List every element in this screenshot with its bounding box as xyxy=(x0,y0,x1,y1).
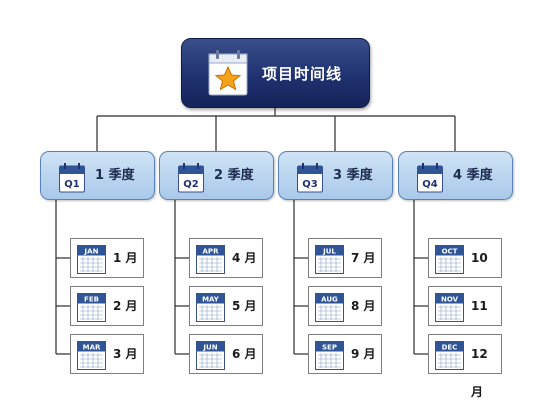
month-abbr: DEC xyxy=(442,344,458,352)
calendar-icon: JUL xyxy=(315,245,344,274)
month-abbr: JUL xyxy=(322,248,336,256)
month-abbr: MAR xyxy=(83,344,101,352)
root-node: 项目时间线 xyxy=(181,38,370,108)
quarter-code: Q1 xyxy=(64,179,80,190)
month-label: 9 月 xyxy=(351,347,376,361)
quarter-node-q4: Q4 4 季度 xyxy=(398,151,513,200)
calendar-icon: APR xyxy=(196,245,225,274)
month-node-jul: JUL 7 月 xyxy=(308,238,382,278)
quarter-label: 3 季度 xyxy=(333,168,373,183)
month-node-jan: JAN 1 月 xyxy=(70,238,144,278)
month-abbr: SEP xyxy=(322,344,337,352)
month-label: 12 月 xyxy=(471,347,488,399)
month-label: 10 月 xyxy=(471,251,488,303)
calendar-icon: DEC xyxy=(435,341,464,370)
month-abbr: NOV xyxy=(441,296,459,304)
month-node-nov: NOV 11 月 xyxy=(428,286,502,351)
quarter-label: 1 季度 xyxy=(95,168,135,183)
month-label: 3 月 xyxy=(113,347,138,361)
quarter-node-q1: Q1 1 季度 xyxy=(40,151,155,200)
quarter-node-q2: Q2 2 季度 xyxy=(159,151,274,200)
month-node-may: MAY 5 月 xyxy=(189,286,263,326)
month-node-sep: SEP 9 月 xyxy=(308,334,382,374)
month-abbr: OCT xyxy=(442,248,458,256)
quarter-code: Q2 xyxy=(183,179,199,190)
month-node-oct: OCT 10 月 xyxy=(428,238,502,303)
calendar-icon: JUN xyxy=(196,341,225,370)
month-label: 5 月 xyxy=(232,299,257,313)
month-abbr: APR xyxy=(203,248,220,256)
month-node-apr: APR 4 月 xyxy=(189,238,263,278)
calendar-icon: OCT xyxy=(435,245,464,274)
calendar-icon: AUG xyxy=(315,293,344,322)
month-label: 1 月 xyxy=(113,251,138,265)
calendar-icon: Q4 xyxy=(417,163,443,193)
root-title: 项目时间线 xyxy=(262,65,343,83)
calendar-icon: SEP xyxy=(315,341,344,370)
calendar-icon: JAN xyxy=(77,245,106,274)
month-label: 8 月 xyxy=(351,299,376,313)
quarter-label: 2 季度 xyxy=(214,168,254,183)
month-abbr: JAN xyxy=(84,248,99,256)
quarter-node-q3: Q3 3 季度 xyxy=(278,151,393,200)
calendar-icon: Q1 xyxy=(59,163,85,193)
month-label: 4 月 xyxy=(232,251,257,265)
calendar-icon: MAR xyxy=(77,341,106,370)
month-node-feb: FEB 2 月 xyxy=(70,286,144,326)
calendar-icon: MAY xyxy=(196,293,225,322)
month-node-aug: AUG 8 月 xyxy=(308,286,382,326)
calendar-icon: Q3 xyxy=(297,163,323,193)
month-label: 2 月 xyxy=(113,299,138,313)
quarter-code: Q4 xyxy=(422,179,438,190)
calendar-icon: NOV xyxy=(435,293,464,322)
month-abbr: JUN xyxy=(202,344,217,352)
month-abbr: FEB xyxy=(84,296,99,304)
calendar-icon: FEB xyxy=(77,293,106,322)
quarter-label: 4 季度 xyxy=(453,168,493,183)
month-node-jun: JUN 6 月 xyxy=(189,334,263,374)
month-label: 11 月 xyxy=(471,299,488,351)
month-node-dec: DEC 12 月 xyxy=(428,334,502,399)
quarter-code: Q3 xyxy=(302,179,318,190)
month-abbr: AUG xyxy=(321,296,338,304)
month-label: 6 月 xyxy=(232,347,257,361)
calendar-star-icon xyxy=(208,50,248,96)
month-abbr: MAY xyxy=(202,296,220,304)
month-node-mar: MAR 3 月 xyxy=(70,334,144,374)
calendar-icon: Q2 xyxy=(178,163,204,193)
month-label: 7 月 xyxy=(351,251,376,265)
